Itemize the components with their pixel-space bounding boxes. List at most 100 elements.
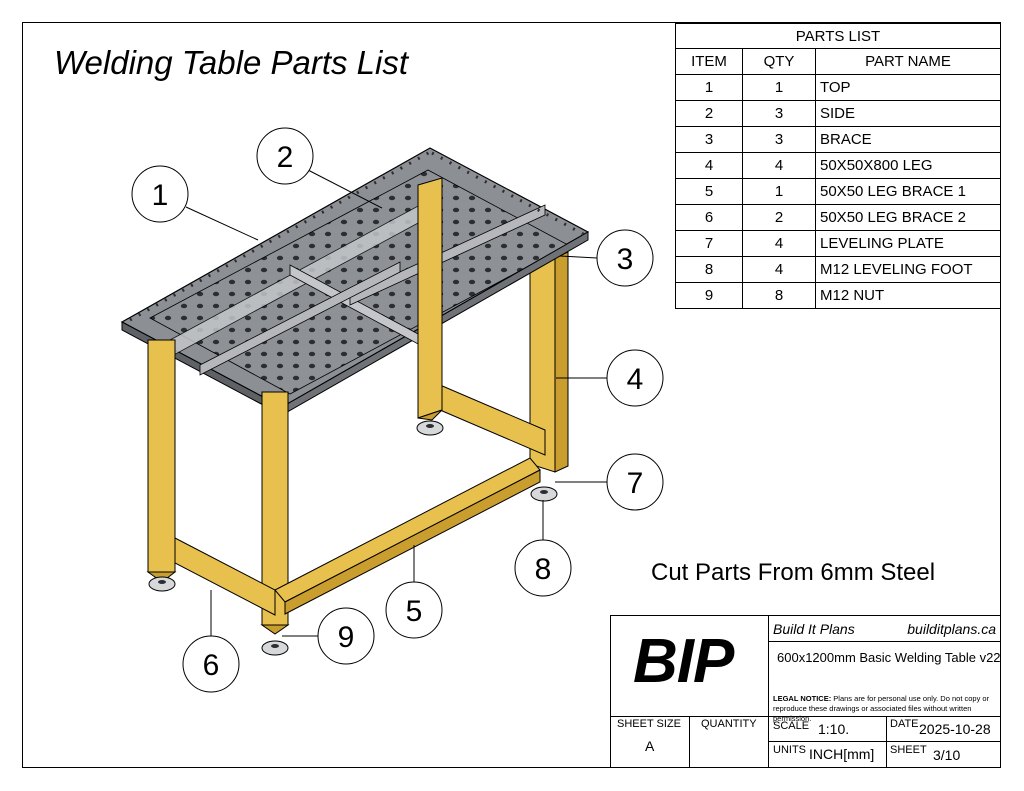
- company-name: Build It Plans: [773, 621, 855, 637]
- parts-list-caption: PARTS LIST: [675, 23, 1001, 49]
- balloon-9: 9: [317, 607, 375, 665]
- legal-notice-label: LEGAL NOTICE:: [773, 694, 832, 703]
- table-row: 4 4 50X50X800 LEG: [675, 152, 1001, 179]
- units-label: UNITS: [773, 744, 806, 756]
- row-item: 4: [675, 152, 743, 179]
- row-part-name: SIDE: [815, 100, 1001, 127]
- row-part-name: 50X50 LEG BRACE 1: [815, 178, 1001, 205]
- table-top: [120, 147, 590, 416]
- balloon-3: 3: [596, 229, 654, 287]
- row-item: 7: [675, 230, 743, 257]
- leveling-feet: [148, 420, 558, 656]
- table-row: 9 8 M12 NUT: [675, 282, 1001, 309]
- table-row: 1 1 TOP: [675, 74, 1001, 101]
- divider: [768, 641, 1001, 642]
- sheet-size-label: SHEET SIZE: [617, 718, 681, 730]
- table-row: 6 2 50X50 LEG BRACE 2: [675, 204, 1001, 231]
- row-item: 2: [675, 100, 743, 127]
- quantity-label: QUANTITY: [701, 718, 757, 730]
- balloon-4: 4: [606, 349, 664, 407]
- legal-notice: LEGAL NOTICE: Plans are for personal use…: [773, 694, 993, 724]
- scale-label: SCALE: [773, 720, 810, 732]
- sheet-size-value: A: [645, 738, 655, 754]
- leg-front-right: [260, 391, 290, 635]
- row-qty: 2: [742, 204, 816, 231]
- row-part-name: M12 NUT: [815, 282, 1001, 309]
- leg-front-left: [146, 339, 177, 583]
- leg-brace-long: [274, 457, 541, 615]
- sheet-label: SHEET: [890, 744, 927, 756]
- row-qty: 4: [742, 230, 816, 257]
- date-value: 2025-10-28: [919, 721, 991, 737]
- row-qty: 4: [742, 152, 816, 179]
- divider: [768, 616, 769, 716]
- row-item: 8: [675, 256, 743, 283]
- date-label: DATE: [890, 718, 919, 730]
- balloon-5-label: 5: [406, 595, 423, 628]
- row-item: 9: [675, 282, 743, 309]
- leader-lines: [185, 169, 608, 638]
- row-qty: 4: [742, 256, 816, 283]
- row-part-name: TOP: [815, 74, 1001, 101]
- row-item: 1: [675, 74, 743, 101]
- balloon-2-label: 2: [277, 141, 294, 174]
- balloon-8: 8: [514, 539, 572, 597]
- legal-notice-text: Plans are for personal use only. Do not …: [773, 694, 990, 723]
- row-item: 5: [675, 178, 743, 205]
- row-qty: 1: [742, 74, 816, 101]
- divider: [886, 716, 887, 768]
- drawing-name: 600x1200mm Basic Welding Table v22: [777, 650, 1001, 665]
- row-qty: 3: [742, 100, 816, 127]
- row-qty: 1: [742, 178, 816, 205]
- row-part-name: BRACE: [815, 126, 1001, 153]
- balloon-8-label: 8: [535, 553, 552, 586]
- balloon-2: 2: [256, 127, 314, 185]
- sheet-border: [22, 22, 1001, 768]
- row-part-name: LEVELING PLATE: [815, 230, 1001, 257]
- balloon-9-label: 9: [338, 621, 355, 654]
- row-item: 6: [675, 204, 743, 231]
- balloon-6: 6: [182, 635, 240, 693]
- balloon-5: 5: [385, 581, 443, 639]
- sheet-value: 3/10: [933, 747, 961, 763]
- column-header-qty: QTY: [742, 48, 816, 75]
- leg-brace-side: [174, 537, 276, 616]
- column-header-part-name: PART NAME: [815, 48, 1001, 75]
- leg-back-left: [417, 177, 443, 421]
- balloon-1: 1: [131, 165, 189, 223]
- company-website: builditplans.ca: [907, 621, 996, 637]
- balloon-7-label: 7: [627, 467, 644, 500]
- page-title: Welding Table Parts List: [54, 44, 409, 81]
- row-qty: 8: [742, 282, 816, 309]
- table-row: 5 1 50X50 LEG BRACE 1: [675, 178, 1001, 205]
- bip-logo: BIP: [633, 627, 734, 696]
- divider: [611, 716, 1001, 717]
- cut-parts-note: Cut Parts From 6mm Steel: [651, 559, 936, 586]
- table-row: 2 3 SIDE: [675, 100, 1001, 127]
- balloon-7: 7: [606, 453, 664, 511]
- table-row: 3 3 BRACE: [675, 126, 1001, 153]
- row-part-name: 50X50X800 LEG: [815, 152, 1001, 179]
- balloon-6-label: 6: [203, 649, 220, 682]
- divider: [768, 741, 1001, 742]
- row-qty: 3: [742, 126, 816, 153]
- table-row: 7 4 LEVELING PLATE: [675, 230, 1001, 257]
- divider: [768, 716, 769, 768]
- balloon-1-label: 1: [152, 179, 169, 212]
- balloon-3-label: 3: [617, 243, 634, 276]
- row-part-name: 50X50 LEG BRACE 2: [815, 204, 1001, 231]
- title-block: BIP Build It Plans builditplans.ca 600x1…: [610, 615, 1001, 768]
- table-row: 8 4 M12 LEVELING FOOT: [675, 256, 1001, 283]
- scale-value: 1:10.: [818, 721, 850, 737]
- row-part-name: M12 LEVELING FOOT: [815, 256, 1001, 283]
- leg-brace-back: [439, 384, 546, 456]
- column-header-item: ITEM: [675, 48, 743, 75]
- units-value: INCH[mm]: [809, 746, 875, 762]
- leg-back-right: [529, 249, 569, 473]
- balloon-4-label: 4: [627, 363, 644, 396]
- divider: [689, 716, 690, 768]
- parts-list-table: PARTS LIST ITEM QTY PART NAME 1 1 TOP 2 …: [675, 23, 1001, 309]
- row-item: 3: [675, 126, 743, 153]
